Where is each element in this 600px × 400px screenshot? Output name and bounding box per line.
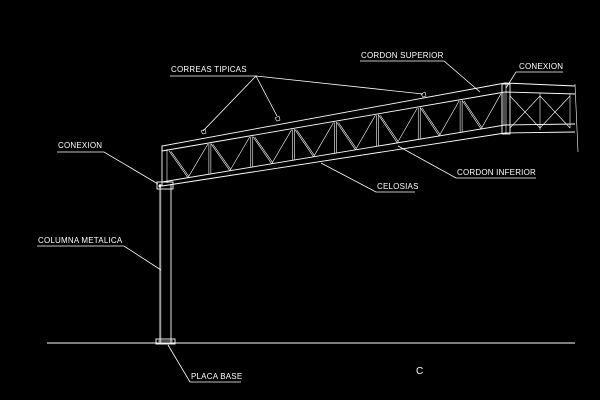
purlin-2	[274, 115, 281, 122]
left-connection-node	[156, 181, 174, 190]
label-cordon-superior: CORDON SUPERIOR	[361, 51, 444, 60]
lattice-member	[338, 122, 357, 149]
lattice-member	[422, 108, 441, 135]
label-correas-tipicas: CORREAS TIPICAS	[171, 65, 247, 74]
purlin-1	[200, 128, 207, 135]
annotation-leaders	[37, 60, 563, 383]
label-columna-metalica: COLUMNA METALICA	[38, 236, 123, 245]
lattice-member	[271, 129, 292, 164]
label-conexion-left: CONEXION	[58, 141, 102, 150]
lattice-member	[296, 129, 315, 156]
lattice-member	[463, 100, 483, 128]
truss-end-post	[161, 146, 168, 186]
lattice-web	[168, 93, 505, 178]
label-placa-base: PLACA BASE	[191, 372, 242, 381]
purlin-3	[420, 91, 427, 98]
lattice-member	[420, 107, 440, 137]
lattice-member	[336, 121, 356, 151]
lattice-member	[187, 143, 209, 178]
lattice-member	[168, 150, 189, 178]
label-conexion-right: CONEXION	[519, 62, 563, 71]
lattice-member	[378, 114, 398, 144]
base-plate	[155, 338, 176, 345]
lattice-member	[210, 143, 231, 171]
metal-column	[159, 184, 172, 343]
right-connection-node	[501, 83, 579, 153]
lattice-member	[229, 136, 251, 171]
lattice-member	[294, 129, 314, 157]
purlins	[200, 91, 427, 135]
lattice-member	[212, 144, 232, 170]
lattice-member	[480, 93, 502, 130]
label-cordon-inferior: CORDON INFERIOR	[457, 168, 536, 177]
lattice-member	[380, 115, 399, 142]
lattice-member	[252, 136, 272, 164]
lattice-member	[170, 151, 190, 177]
lattice-member	[461, 100, 482, 130]
lattice-member	[313, 122, 334, 157]
lattice-member	[397, 107, 418, 144]
top-chord	[161, 82, 576, 152]
lattice-member	[438, 100, 460, 137]
lattice-member	[254, 136, 273, 163]
label-celosias: CELOSIAS	[377, 182, 419, 191]
section-mark: C	[416, 366, 423, 377]
lattice-member	[355, 115, 376, 151]
